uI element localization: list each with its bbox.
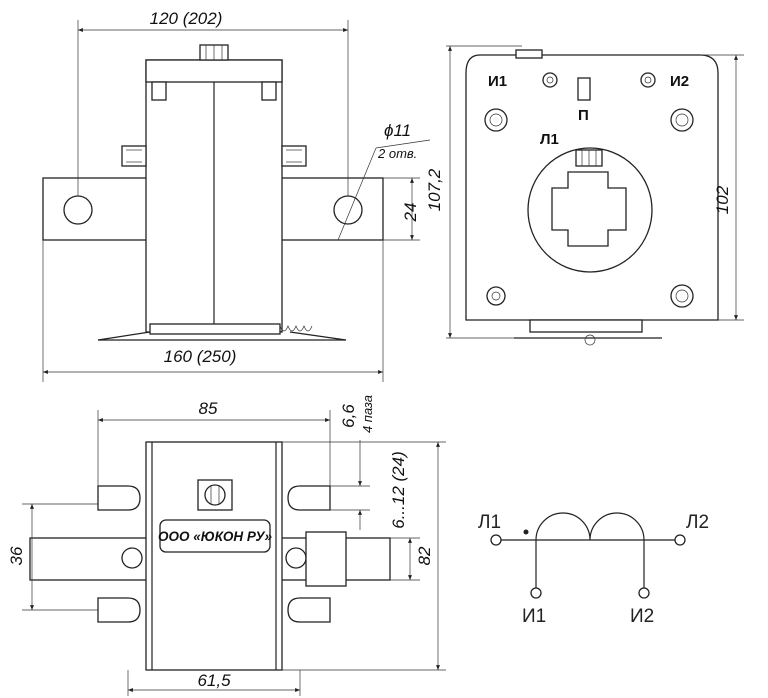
dim-6-12: 6...12 (24) <box>389 451 408 529</box>
winding-coil <box>535 512 645 541</box>
top-view: ООО «ЮКОН РУ» 85 6,6 4 паза 6...12 (24) … <box>7 395 446 696</box>
terminal-l2 <box>674 534 686 546</box>
schematic-i2: И2 <box>630 606 654 627</box>
top-body <box>145 441 283 671</box>
front-view: 120 (202) 160 (250) ϕ11 2 отв. 24 <box>42 9 431 382</box>
schematic-l2: Л2 <box>686 512 709 533</box>
terminal-i2 <box>638 587 650 599</box>
dim-61-5: 61,5 <box>197 671 231 690</box>
side-view: И1 И2 П Л1 107,2 102 <box>425 45 744 346</box>
nameplate <box>159 519 271 553</box>
dim-24: 24 <box>401 203 420 223</box>
dim-120: 120 (202) <box>150 9 223 28</box>
schematic-i1: И1 <box>522 606 546 627</box>
dim-36: 36 <box>7 546 26 565</box>
label-p: П <box>578 107 589 124</box>
terminal-i1 <box>530 587 542 599</box>
dim-102: 102 <box>713 185 732 214</box>
label-i2: И2 <box>670 73 689 90</box>
busbar-hole-left <box>63 195 93 225</box>
wiring-schematic: Л1 Л2 И1 И2 <box>478 512 709 627</box>
label-i1: И1 <box>488 73 507 90</box>
label-l1: Л1 <box>540 131 559 148</box>
dim-160: 160 (250) <box>164 347 237 366</box>
dim-107: 107,2 <box>425 168 444 211</box>
dim-82: 82 <box>415 546 434 565</box>
nameplate-text: ООО «ЮКОН РУ» <box>158 529 273 544</box>
schematic-l1: Л1 <box>478 512 501 533</box>
busbar-hole-right <box>333 195 363 225</box>
dim-holes-note: 2 отв. <box>377 146 417 161</box>
dim-85: 85 <box>199 399 218 418</box>
dim-slots-note: 4 паза <box>360 395 375 433</box>
dim-hole: ϕ11 <box>384 121 411 140</box>
terminal-l1 <box>490 534 502 546</box>
dim-6-6: 6,6 <box>339 404 358 428</box>
